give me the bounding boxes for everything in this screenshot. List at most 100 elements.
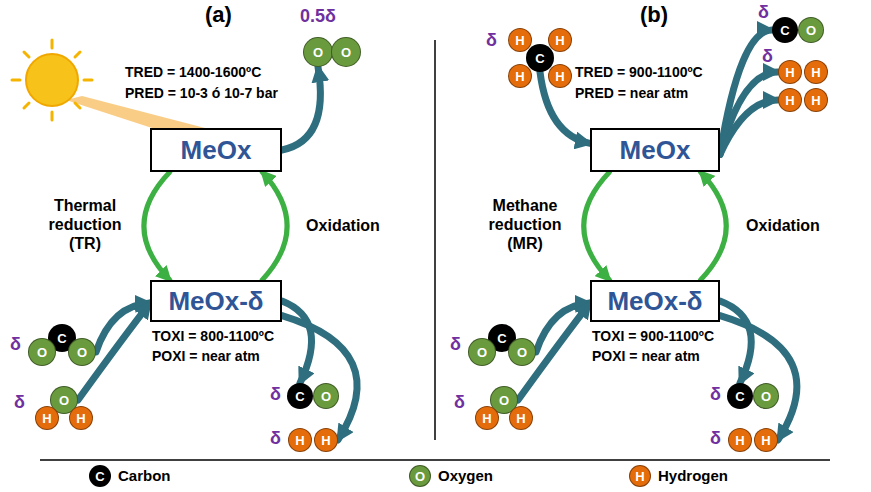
atom-circle: H: [804, 88, 828, 112]
atom-circle: O: [508, 338, 536, 366]
atom-letter: H: [811, 66, 820, 79]
legend-swatch: O: [409, 465, 431, 487]
process-box: MeOx: [590, 128, 720, 172]
atom-letter: H: [295, 434, 304, 447]
condition-label: (b): [640, 2, 668, 28]
atom-circle: H: [804, 60, 828, 84]
delta-coefficient: 0.5δ: [300, 6, 336, 28]
flow-arrow: [720, 316, 797, 440]
atom-letter: O: [77, 346, 87, 359]
legend-swatch: C: [89, 465, 111, 487]
atom-letter: O: [806, 24, 816, 37]
sun-icon: [12, 40, 92, 120]
box-label: MeOx: [620, 135, 691, 166]
atom-letter: H: [516, 412, 525, 425]
box-label: MeOx-δ: [607, 286, 702, 317]
process-box: MeOx-δ: [590, 280, 720, 322]
atom-circle: H: [509, 406, 533, 430]
box-label: MeOx: [181, 135, 252, 166]
atom-circle: C: [772, 17, 798, 43]
legend-text: Oxygen: [438, 467, 493, 485]
condition-label: POXI = near atm: [592, 348, 700, 365]
atom-letter: C: [535, 52, 544, 65]
cycle-arrow: [262, 172, 287, 280]
atom-letter: H: [811, 94, 820, 107]
legend-letter: O: [415, 470, 425, 483]
atom-letter: O: [321, 390, 331, 403]
cycle-arrow: [584, 172, 610, 280]
atom-circle: H: [35, 406, 59, 430]
atom-letter: C: [497, 332, 506, 345]
legend-text: Carbon: [118, 467, 171, 485]
atom-circle: C: [727, 383, 753, 409]
atom-letter: H: [515, 70, 524, 83]
atom-circle: O: [331, 37, 361, 67]
atom-letter: C: [57, 332, 66, 345]
cycle-arrow: [701, 172, 727, 280]
box-label: MeOx-δ: [168, 286, 263, 317]
atom-letter: O: [313, 46, 323, 59]
step-label: Oxidation: [738, 216, 828, 235]
atom-letter: H: [482, 412, 491, 425]
atom-letter: O: [499, 394, 509, 407]
cycle-arrow: [144, 172, 170, 280]
delta-coefficient: δ: [454, 392, 465, 414]
atom-circle: O: [798, 17, 824, 43]
atom-letter: C: [780, 24, 789, 37]
atom-letter: H: [555, 34, 564, 47]
atom-circle: O: [753, 383, 779, 409]
condition-label: POXI = near atm: [152, 348, 260, 365]
condition-label: PRED = 10-3 ó 10-7 bar: [125, 85, 278, 102]
atom-letter: O: [761, 390, 771, 403]
atom-circle: H: [728, 428, 752, 452]
delta-coefficient: δ: [270, 428, 281, 450]
atom-letter: H: [42, 412, 51, 425]
step-label: Oxidation: [298, 216, 388, 235]
atom-circle: H: [548, 64, 572, 88]
flow-arrow: [720, 100, 778, 154]
atom-letter: H: [735, 434, 744, 447]
atom-letter: O: [37, 346, 47, 359]
atom-circle: O: [468, 338, 496, 366]
atom-letter: O: [341, 46, 351, 59]
atom-letter: H: [515, 34, 524, 47]
process-box: MeOx: [150, 128, 282, 172]
atom-circle: O: [28, 338, 56, 366]
legend-letter: C: [95, 470, 104, 483]
atom-letter: C: [735, 390, 744, 403]
atom-circle: H: [475, 406, 499, 430]
atom-letter: O: [517, 346, 527, 359]
atom-letter: H: [785, 94, 794, 107]
atom-letter: C: [295, 390, 304, 403]
condition-label: PRED = near atm: [575, 85, 688, 102]
flow-arrow: [282, 316, 357, 440]
flow-arrow: [282, 67, 320, 150]
atom-circle: O: [68, 338, 96, 366]
delta-coefficient: δ: [710, 428, 721, 450]
condition-label: TOXI = 900-1100ºC: [592, 328, 714, 345]
atom-circle: H: [508, 64, 532, 88]
flow-arrow: [720, 301, 751, 383]
atom-letter: H: [321, 434, 330, 447]
atom-circle: H: [69, 406, 93, 430]
atom-circle: O: [313, 383, 339, 409]
condition-label: (a): [205, 2, 232, 28]
atom-letter: O: [477, 346, 487, 359]
condition-label: TRED = 1400-1600ºC: [125, 64, 261, 81]
delta-coefficient: δ: [450, 334, 461, 356]
delta-coefficient: δ: [486, 30, 497, 52]
panel-divider: [434, 40, 436, 440]
step-label: Thermal reduction (TR): [40, 196, 130, 254]
legend-letter: H: [635, 470, 644, 483]
atom-circle: H: [778, 60, 802, 84]
delta-coefficient: δ: [710, 384, 721, 406]
atom-letter: O: [59, 394, 69, 407]
delta-coefficient: δ: [762, 46, 773, 68]
atom-circle: C: [287, 383, 313, 409]
condition-label: TOXI = 800-1100ºC: [152, 328, 274, 345]
delta-coefficient: δ: [270, 384, 281, 406]
atom-circle: O: [303, 37, 333, 67]
flow-arrow: [720, 72, 778, 154]
legend-rule: [40, 459, 830, 461]
atom-circle: H: [288, 428, 312, 452]
